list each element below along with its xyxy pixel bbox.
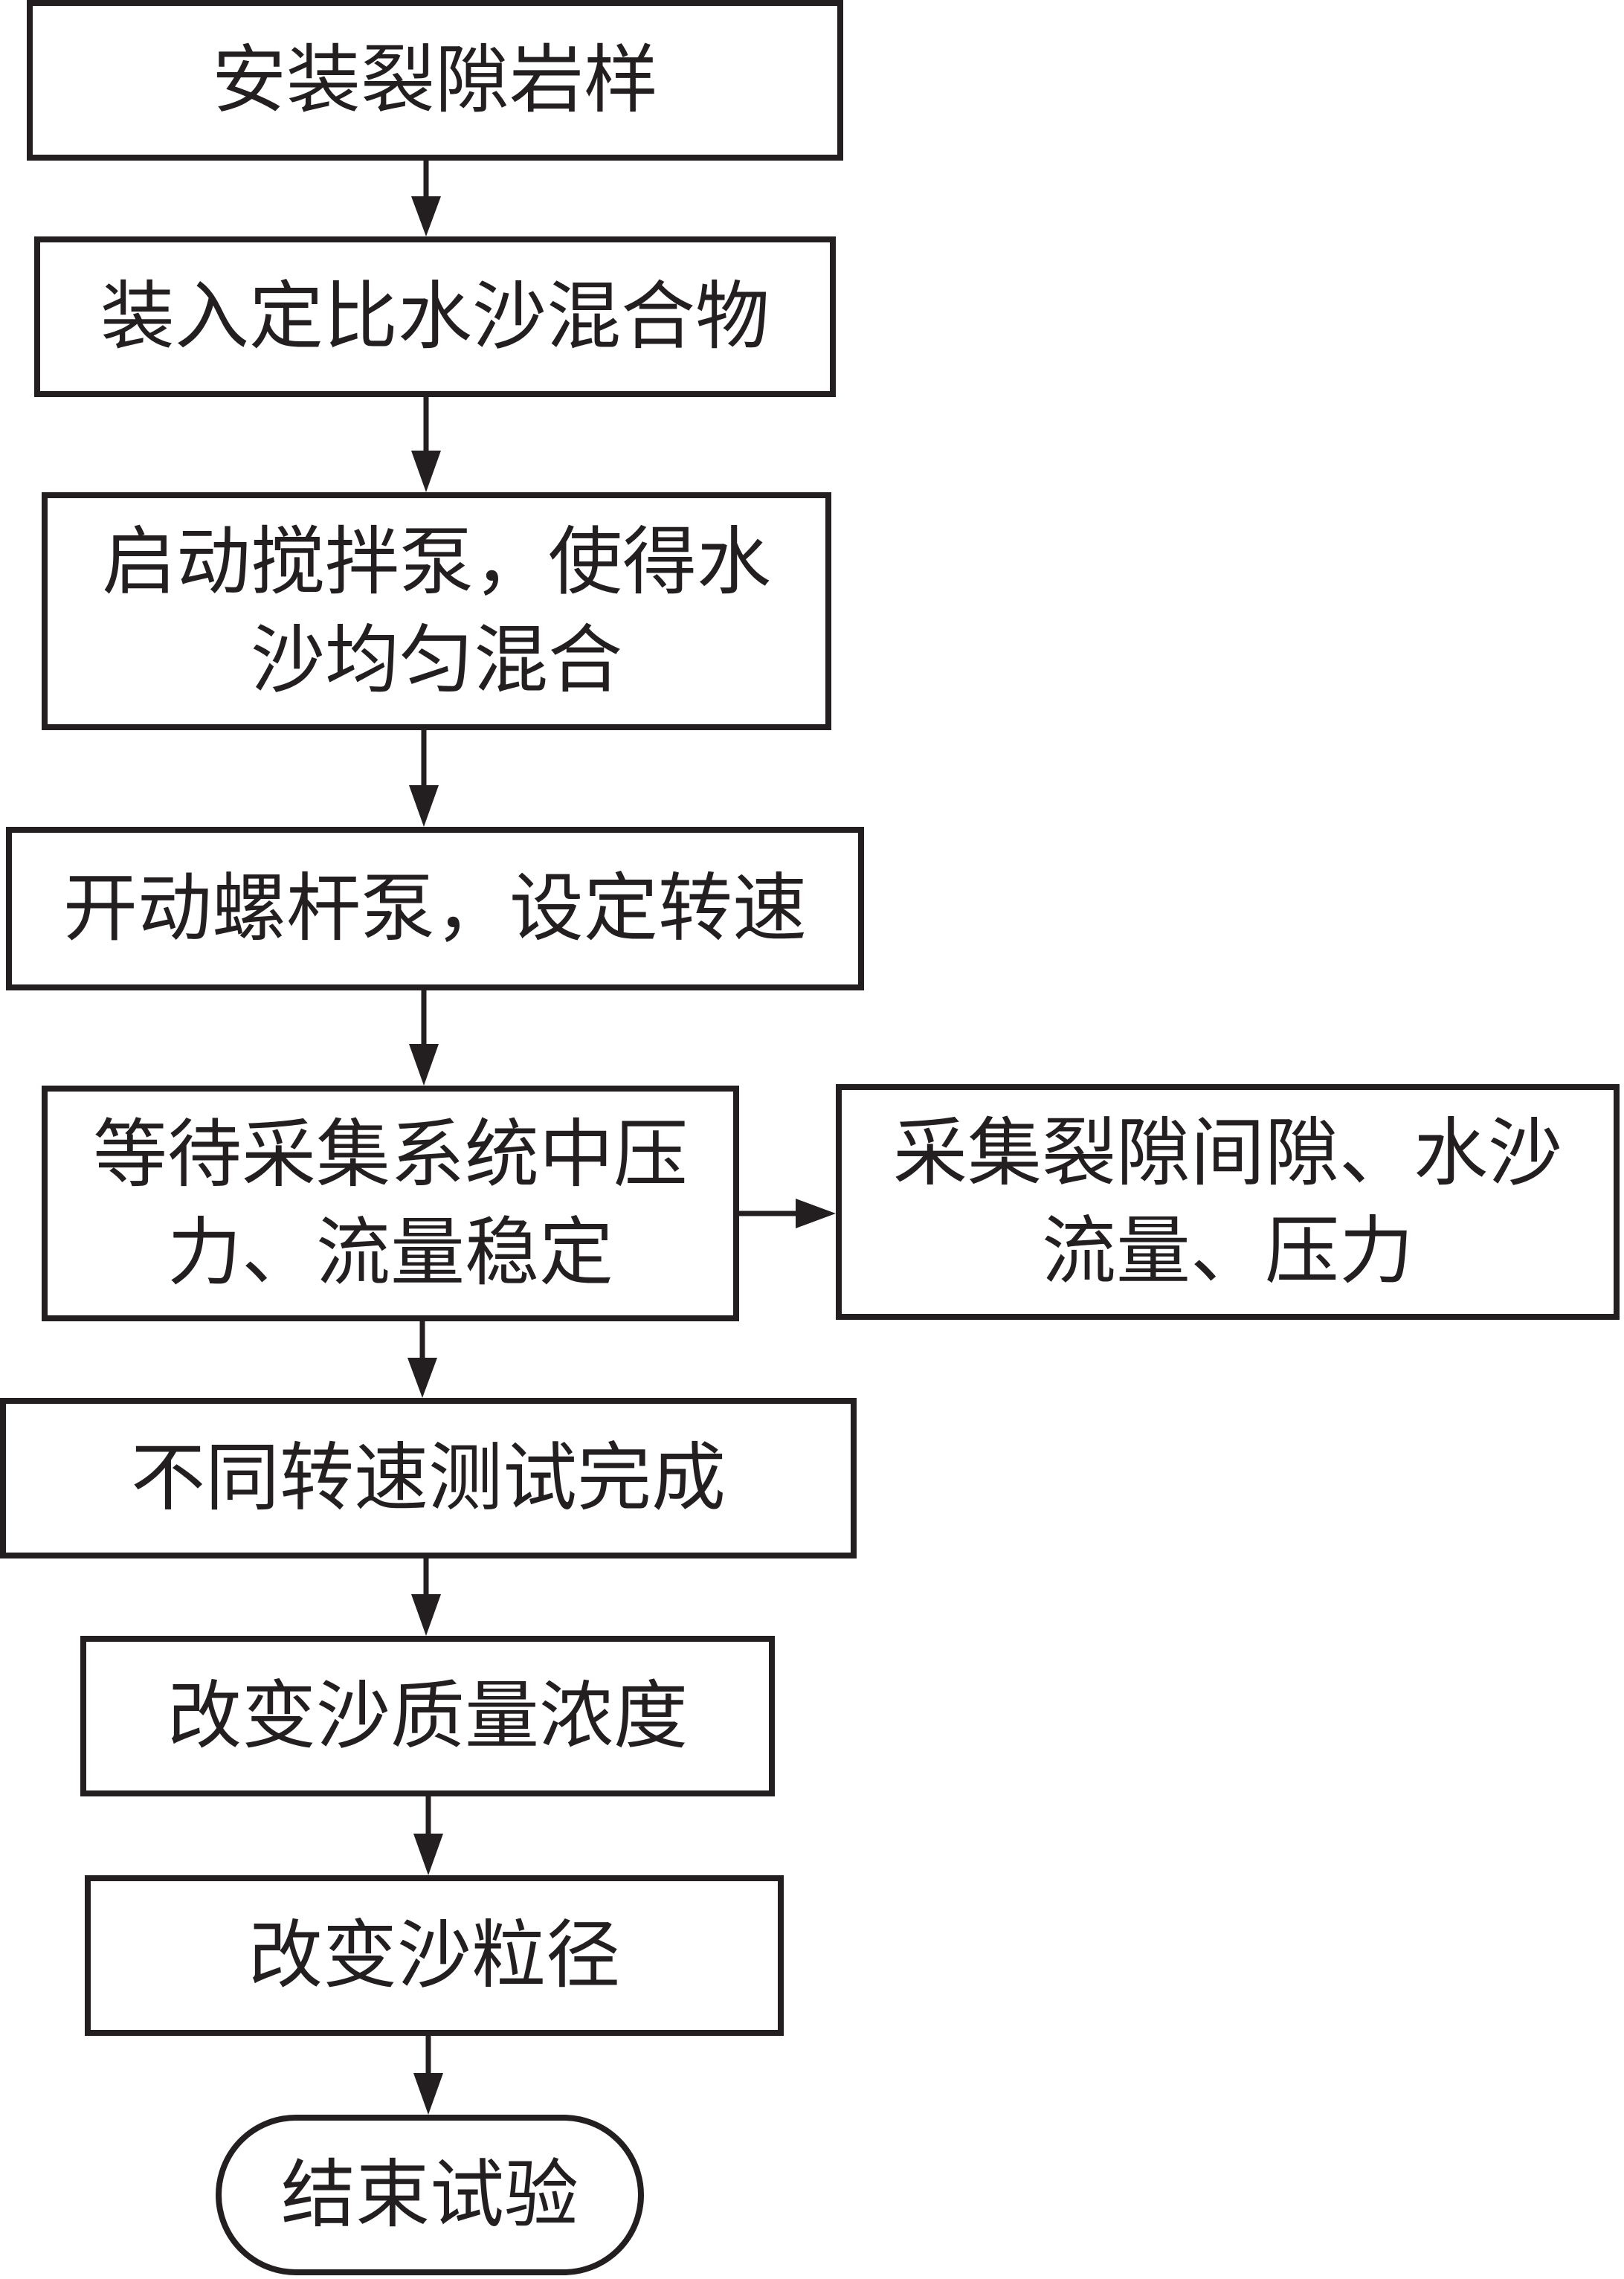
step-label: 不同转速测试完成: [131, 1434, 726, 1521]
arrow-step5-to-step6: [407, 1318, 437, 1398]
end-test-terminal: 结束试验: [216, 2115, 644, 2275]
step-label: 等待采集系统中压 力、流量稳定: [93, 1110, 688, 1296]
step-wait-stable-readings: 等待采集系统中压 力、流量稳定: [42, 1086, 739, 1321]
step-label: 改变沙质量浓度: [167, 1672, 688, 1759]
side-step-collect-data: 采集裂隙间隙、水沙 流量、压力: [836, 1084, 1620, 1320]
step-label: 启动搅拌泵，使得水 沙均匀混合: [102, 518, 771, 703]
step-label: 开动螺杆泵，设定转速: [63, 865, 807, 952]
arrow-step8-to-end: [413, 2033, 443, 2115]
arrow-step1-to-step2: [411, 158, 441, 236]
step-change-sand-concentration: 改变沙质量浓度: [80, 1636, 775, 1796]
arrow-step2-to-step3: [411, 394, 441, 492]
arrow-step6-to-step7: [411, 1556, 441, 1636]
step-start-mixing-pump: 启动搅拌泵，使得水 沙均匀混合: [42, 492, 831, 730]
step-install-rock-sample: 安装裂隙岩样: [27, 0, 843, 161]
side-step-label: 采集裂隙间隙、水沙 流量、压力: [893, 1109, 1562, 1295]
arrow-step5-to-side-step: [736, 1199, 836, 1228]
step-speed-tests-complete: 不同转速测试完成: [0, 1398, 857, 1558]
step-label: 改变沙粒径: [248, 1912, 620, 1999]
step-start-screw-pump: 开动螺杆泵，设定转速: [6, 827, 864, 990]
arrow-step4-to-step5: [409, 987, 439, 1086]
arrow-step3-to-step4: [409, 727, 439, 827]
arrow-step7-to-step8: [413, 1793, 443, 1875]
step-load-water-sand-mixture: 装入定比水沙混合物: [34, 236, 836, 397]
step-label: 装入定比水沙混合物: [100, 273, 770, 360]
step-change-sand-grain-size: 改变沙粒径: [85, 1875, 784, 2036]
step-label: 安装裂隙岩样: [212, 36, 658, 123]
terminal-label: 结束试验: [281, 2151, 579, 2238]
